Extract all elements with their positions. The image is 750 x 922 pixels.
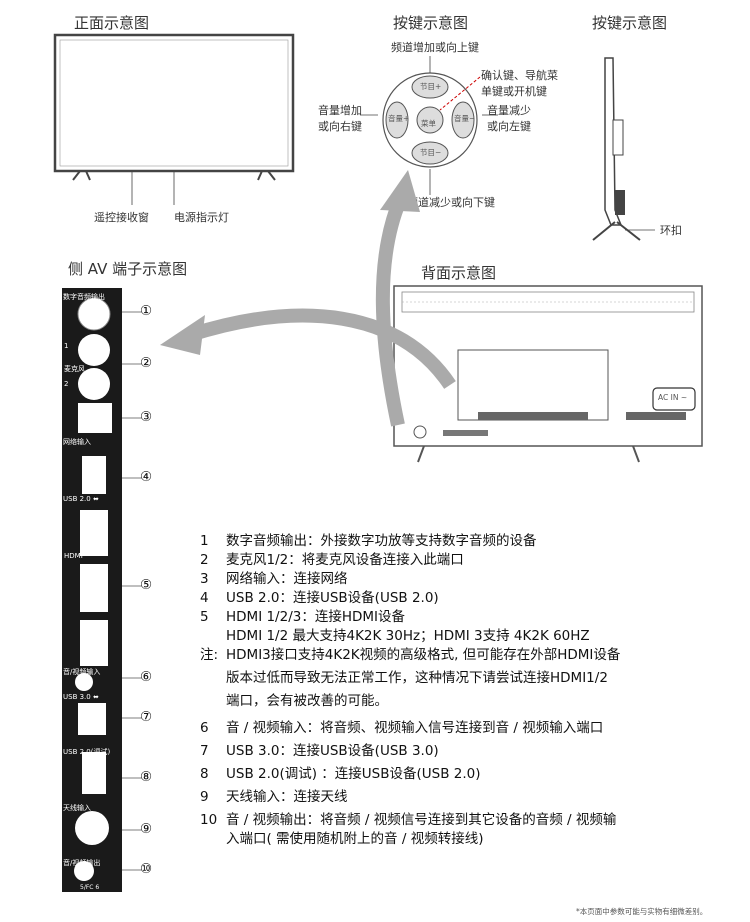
key-ch-down: 节目− <box>420 148 442 157</box>
panel-mic1: 1 <box>64 342 69 350</box>
back-view-title: 背面示意图 <box>421 264 497 282</box>
panel-hdmi2: 2 <box>98 576 103 584</box>
panel-hdmi1: 1 <box>98 520 103 528</box>
side-keys-title: 按键示意图 <box>592 14 668 32</box>
arrows-overlay <box>160 170 456 427</box>
desc-row: 入端口( 需使用随机附上的音 / 视频转接线) <box>226 831 484 847</box>
ring-label: 环扣 <box>660 224 682 237</box>
back-tv-illustration <box>393 285 703 463</box>
key-vol-down: 音量− <box>454 114 476 123</box>
panel-usb20: USB 2.0 ⬌ <box>63 495 99 503</box>
callout-1: ① <box>140 303 153 319</box>
panel-av-out: 音/视频输出 <box>63 859 101 867</box>
callout-2: ② <box>140 355 153 371</box>
keys-view-title: 按键示意图 <box>393 14 469 32</box>
callout-5: ⑤ <box>140 577 153 593</box>
front-view-title: 正面示意图 <box>74 14 150 32</box>
front-tv-illustration <box>53 33 295 205</box>
panel-mic: 麦克风 <box>64 365 85 373</box>
side-av-panel <box>62 288 142 892</box>
panel-av-in: 音/视频输入 <box>63 668 101 676</box>
panel-mic2: 2 <box>64 380 69 388</box>
desc-row: 注:HDMI3接口支持4K2K视频的高级格式, 但可能存在外部HDMI设备 <box>200 647 621 663</box>
panel-usb20-debug: USB 2.0(调试) <box>63 748 111 756</box>
ch-up-label: 频道增加或向上键 <box>391 41 479 54</box>
panel-digital-audio: 数字音频输出 <box>63 293 105 301</box>
key-leader-lines <box>360 56 498 195</box>
ch-down-label: 频道减少或向下键 <box>407 196 495 209</box>
callout-9: ⑨ <box>140 821 153 837</box>
vol-up-label-line1: 音量增加 <box>318 104 362 117</box>
footnote: *本页面中参数可能与实物有细微差别。 <box>576 907 708 916</box>
panel-antenna: 天线输入 <box>63 804 91 812</box>
key-ok: 菜单 <box>421 119 436 128</box>
callout-3: ③ <box>140 409 153 425</box>
key-vol-up: 音量+ <box>388 114 410 123</box>
callout-10: ⑩ <box>140 861 153 877</box>
vol-down-label-line2: 或向左键 <box>487 120 531 133</box>
desc-row: 版本过低而导致无法正常工作，这种情况下请尝试连接HDMI1/2 <box>226 670 608 686</box>
callout-4: ④ <box>140 469 153 485</box>
power-indicator-label: 电源指示灯 <box>174 211 229 224</box>
vol-down-label-line1: 音量减少 <box>487 104 531 117</box>
panel-usb30: USB 3.0 ⬌ <box>63 693 99 701</box>
callout-8: ⑧ <box>140 769 153 785</box>
side-av-title: 侧 AV 端子示意图 <box>68 260 188 278</box>
key-ch-up: 节目+ <box>420 82 442 91</box>
callout-6: ⑥ <box>140 669 153 685</box>
desc-row: HDMI 1/2 最大支持4K2K 30Hz；HDMI 3支持 4K2K 60H… <box>226 628 590 644</box>
ok-label-line2: 单键或开机键 <box>481 85 547 98</box>
vol-up-label-line2: 或向右键 <box>318 120 362 133</box>
side-tv-illustration <box>592 57 655 241</box>
remote-receiver-label: 遥控接收窗 <box>94 211 149 224</box>
key-pad-illustration <box>382 72 478 168</box>
panel-hdmi3: 3 <box>98 632 103 640</box>
panel-network: 网络输入 <box>63 438 91 446</box>
panel-hdmi: HDMI <box>64 552 83 560</box>
ok-label-line1: 确认键、导航菜 <box>481 69 558 82</box>
panel-bottom-code: 5/FC 6 <box>80 884 100 891</box>
ac-in-label: AC IN ~ <box>658 393 688 402</box>
callout-7: ⑦ <box>140 709 153 725</box>
desc-row: 端口，会有被改善的可能。 <box>226 693 388 709</box>
